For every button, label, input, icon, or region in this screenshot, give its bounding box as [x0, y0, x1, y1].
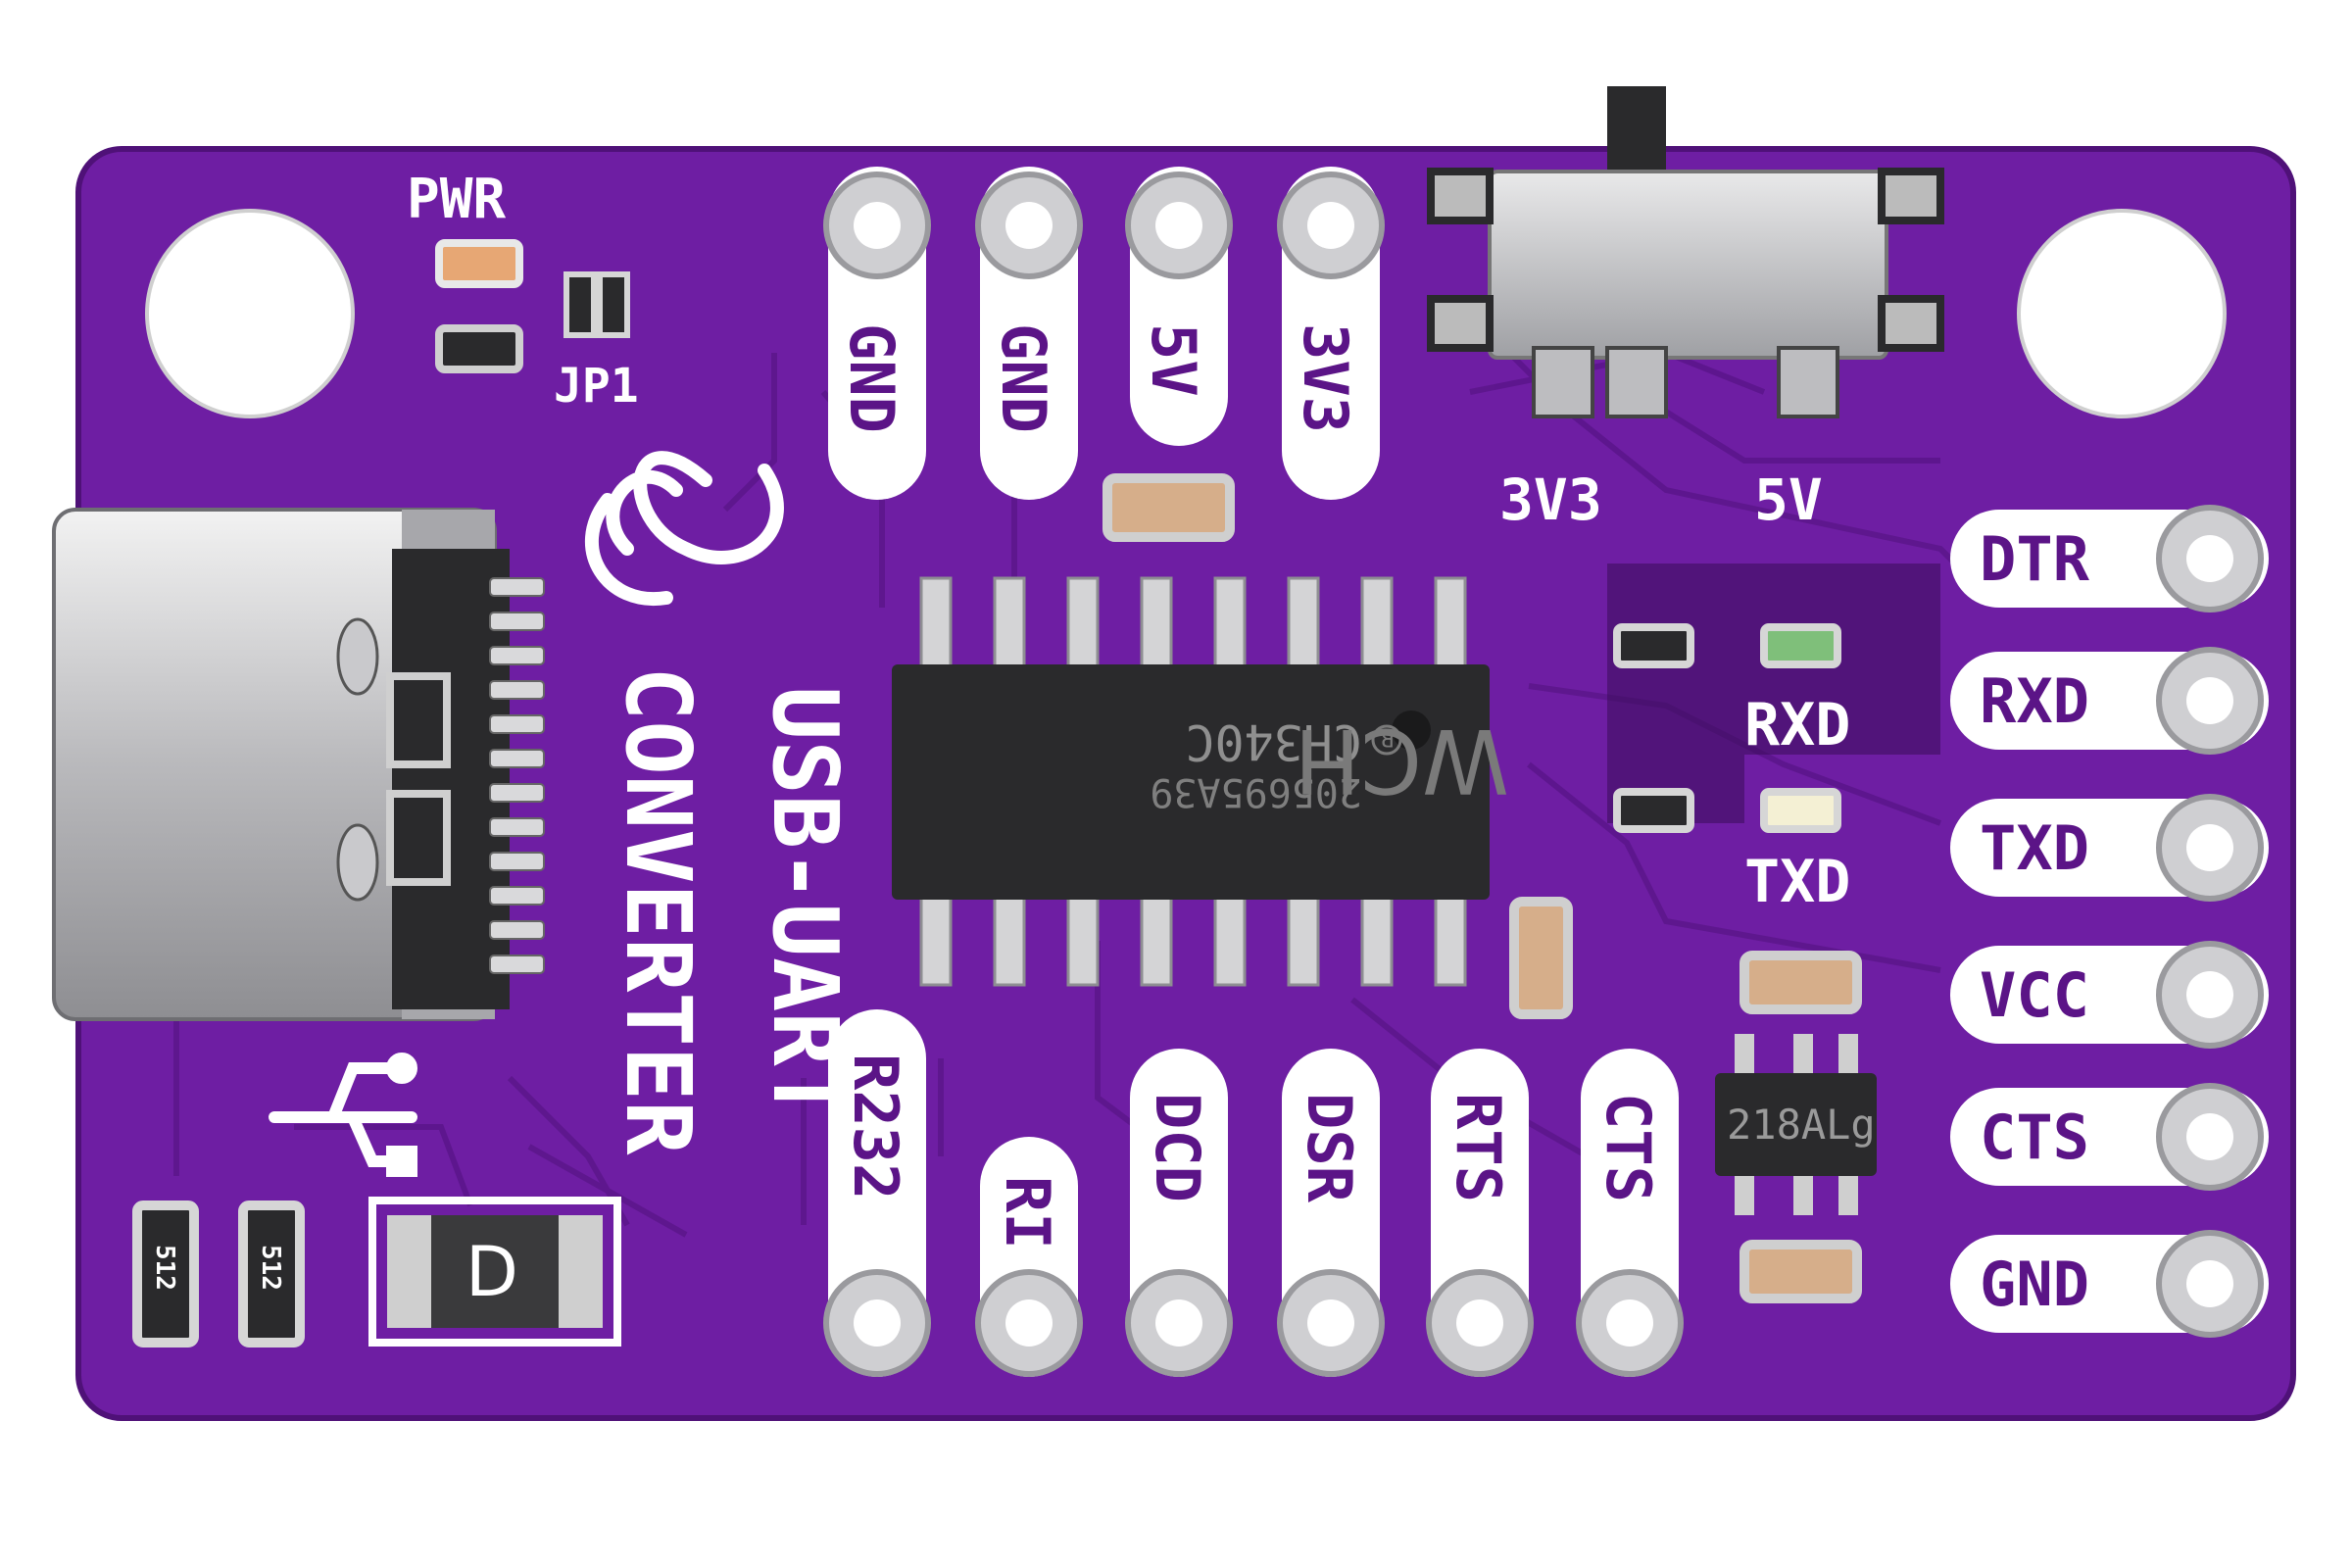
rxd-resistor	[1613, 623, 1694, 668]
capacitor-reg-bottom	[1740, 1240, 1862, 1303]
pwr-label: PWR	[407, 168, 506, 231]
resistor-512-b: 512	[238, 1200, 305, 1348]
svg-text:512: 512	[150, 1245, 179, 1291]
svg-text:D: D	[466, 1232, 518, 1312]
right-header-pin-dtr: DTR	[1950, 505, 2269, 612]
switch-label-3v3: 3V3	[1499, 466, 1602, 533]
svg-text:3V3: 3V3	[1290, 323, 1361, 433]
svg-text:RTS: RTS	[1443, 1093, 1514, 1202]
right-header-pin-rxd: RXD	[1950, 647, 2269, 755]
svg-text:VCC: VCC	[1980, 959, 2089, 1031]
regulator-text: 218ALg	[1727, 1101, 1876, 1149]
svg-text:GND: GND	[836, 323, 907, 433]
usb-cc-resistor-b	[386, 790, 451, 886]
jp1-label: JP1	[554, 359, 639, 414]
svg-text:RXD: RXD	[1980, 665, 2089, 737]
svg-text:GND: GND	[988, 323, 1059, 433]
svg-text:DSR: DSR	[1294, 1093, 1365, 1203]
bottom-header-pin-dcd: DCD	[1125, 1049, 1233, 1377]
right-header-pin-txd: TXD	[1950, 794, 2269, 902]
chip-logo: WCH	[1294, 709, 1509, 811]
svg-text:RI: RI	[992, 1176, 1063, 1250]
bottom-header-pin-r232: R232	[823, 1009, 931, 1377]
top-header-pin-3v3: 3V3	[1277, 167, 1385, 500]
svg-text:CTS: CTS	[1592, 1093, 1664, 1202]
top-header-pin-gnd-2: GND	[975, 167, 1083, 500]
jp1-jumper-pad-b	[597, 271, 630, 338]
usb-connector-pins	[489, 577, 545, 974]
top-header-pin-5v: 5V	[1125, 167, 1233, 446]
chip-reg-mark: R	[1380, 725, 1395, 750]
chip-text-line1: CH340C	[1185, 713, 1362, 770]
svg-text:DTR: DTR	[1980, 523, 2090, 595]
jp1-jumper-pad-a	[564, 271, 597, 338]
power-select-switch	[1427, 86, 1944, 418]
right-header-pin-vcc: VCC	[1950, 941, 2269, 1049]
bottom-header-pin-cts: CTS	[1576, 1049, 1684, 1377]
svg-text:DCD: DCD	[1142, 1093, 1213, 1202]
usb-cc-resistor-a	[386, 672, 451, 768]
svg-text:5V: 5V	[1138, 323, 1209, 397]
mounting-hole-left	[145, 209, 355, 418]
rxd-led	[1760, 623, 1841, 668]
top-header-pin-gnd-1: GND	[823, 167, 931, 500]
bottom-header-pin-dsr: DSR	[1277, 1049, 1385, 1377]
chip-text-line2: 205695A39	[1150, 769, 1362, 814]
diode: D	[368, 1197, 621, 1347]
ch340c-chip: CH340C 205695A39 WCH R	[892, 576, 1509, 987]
pwr-resistor	[435, 324, 523, 373]
capacitor-top	[1102, 473, 1235, 542]
brand-logo-icon	[584, 451, 784, 607]
svg-text:512: 512	[256, 1245, 285, 1291]
svg-text:R232: R232	[840, 1054, 911, 1200]
switch-label-5v: 5V	[1754, 466, 1823, 533]
voltage-regulator: 218ALg	[1715, 1034, 1877, 1215]
rxd-led-label: RXD	[1744, 691, 1850, 760]
right-header-pin-cts: CTS	[1950, 1083, 2269, 1191]
right-header-pin-gnd: GND	[1950, 1230, 2269, 1338]
svg-text:CTS: CTS	[1980, 1102, 2089, 1173]
svg-text:GND: GND	[1980, 1249, 2089, 1320]
txd-resistor	[1613, 788, 1694, 833]
capacitor-reg-top	[1740, 951, 1862, 1014]
pwr-led	[435, 239, 523, 288]
svg-text:TXD: TXD	[1980, 812, 2089, 884]
txd-led	[1760, 788, 1841, 833]
bottom-header-pin-rts: RTS	[1426, 1049, 1534, 1377]
capacitor-mid	[1509, 897, 1573, 1019]
resistor-512-a: 512	[132, 1200, 199, 1348]
txd-led-label: TXD	[1744, 848, 1850, 916]
mounting-hole-right	[2017, 209, 2227, 418]
title-line2: CONVERTER	[606, 666, 710, 1155]
bottom-header-pin-ri: RI	[975, 1137, 1083, 1377]
usb-trident-icon	[269, 1053, 417, 1177]
